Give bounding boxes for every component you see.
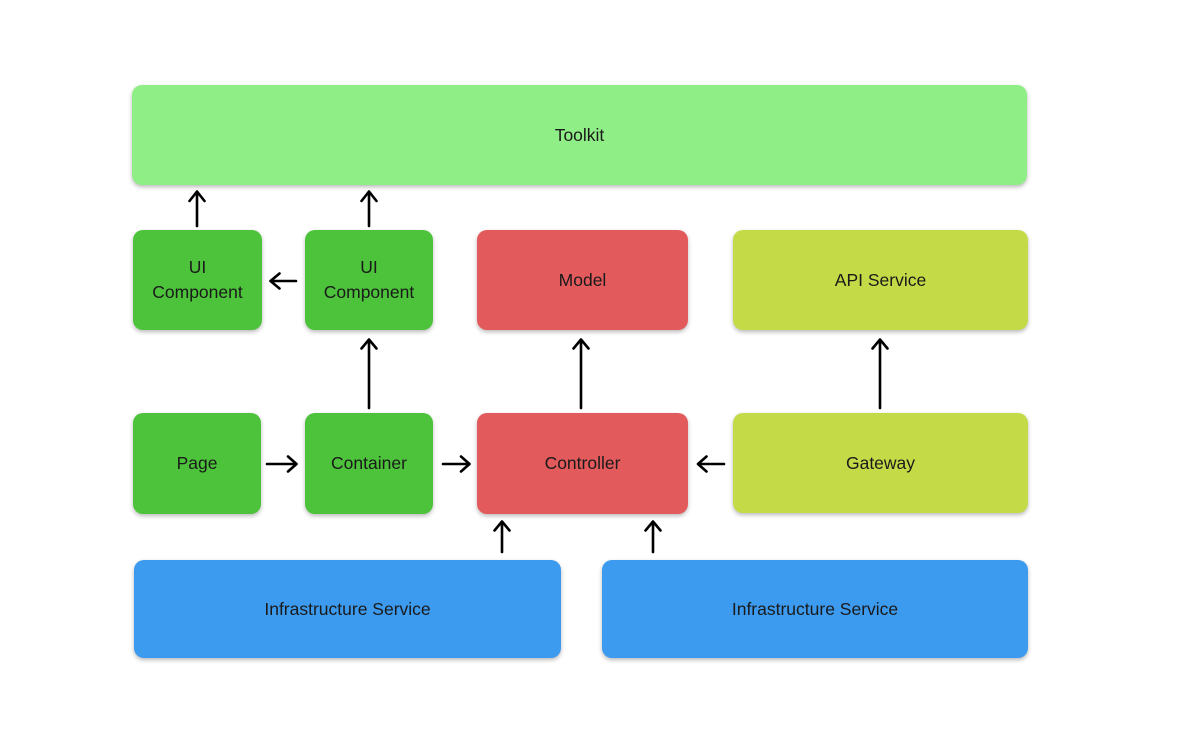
arrow-container-to-controller <box>441 455 471 473</box>
node-ui-component-2: UI Component <box>305 230 433 330</box>
node-page-label: Page <box>176 453 218 474</box>
node-gateway: Gateway <box>733 413 1028 513</box>
node-infrastructure-service-2-label: Infrastructure Service <box>731 598 899 619</box>
node-api-service: API Service <box>733 230 1028 330</box>
arrow-infrastructure-2-to-controller <box>644 520 662 554</box>
node-controller-label: Controller <box>544 453 621 474</box>
node-model: Model <box>477 230 688 330</box>
node-ui-component-1: UI Component <box>133 230 262 330</box>
node-infrastructure-service-1-label: Infrastructure Service <box>264 598 431 619</box>
arrow-ui-component-1-to-toolkit <box>188 190 206 228</box>
node-ui-component-1-label: UI Component <box>152 257 243 302</box>
arrow-controller-to-model <box>572 338 590 410</box>
node-infrastructure-service-2: Infrastructure Service <box>602 560 1028 658</box>
node-container-label: Container <box>331 453 407 474</box>
node-container: Container <box>305 413 433 514</box>
node-gateway-label: Gateway <box>845 452 916 473</box>
node-ui-component-2-label: UI Component <box>323 257 415 302</box>
node-page: Page <box>133 413 261 514</box>
node-model-label: Model <box>558 269 607 290</box>
arrow-container-to-ui-component-2 <box>360 338 378 410</box>
arrow-gateway-to-controller <box>696 455 726 473</box>
node-controller: Controller <box>477 413 688 514</box>
arrow-gateway-to-api-service <box>871 338 889 410</box>
arrow-infrastructure-1-to-controller <box>493 520 511 554</box>
arrow-ui-component-2-to-ui-component-1 <box>269 272 298 290</box>
node-toolkit: Toolkit <box>132 85 1027 185</box>
arrow-ui-component-2-to-toolkit <box>360 190 378 228</box>
node-toolkit-label: Toolkit <box>554 124 605 145</box>
node-api-service-label: API Service <box>834 269 927 290</box>
node-infrastructure-service-1: Infrastructure Service <box>134 560 561 658</box>
arrow-page-to-container <box>265 455 298 473</box>
